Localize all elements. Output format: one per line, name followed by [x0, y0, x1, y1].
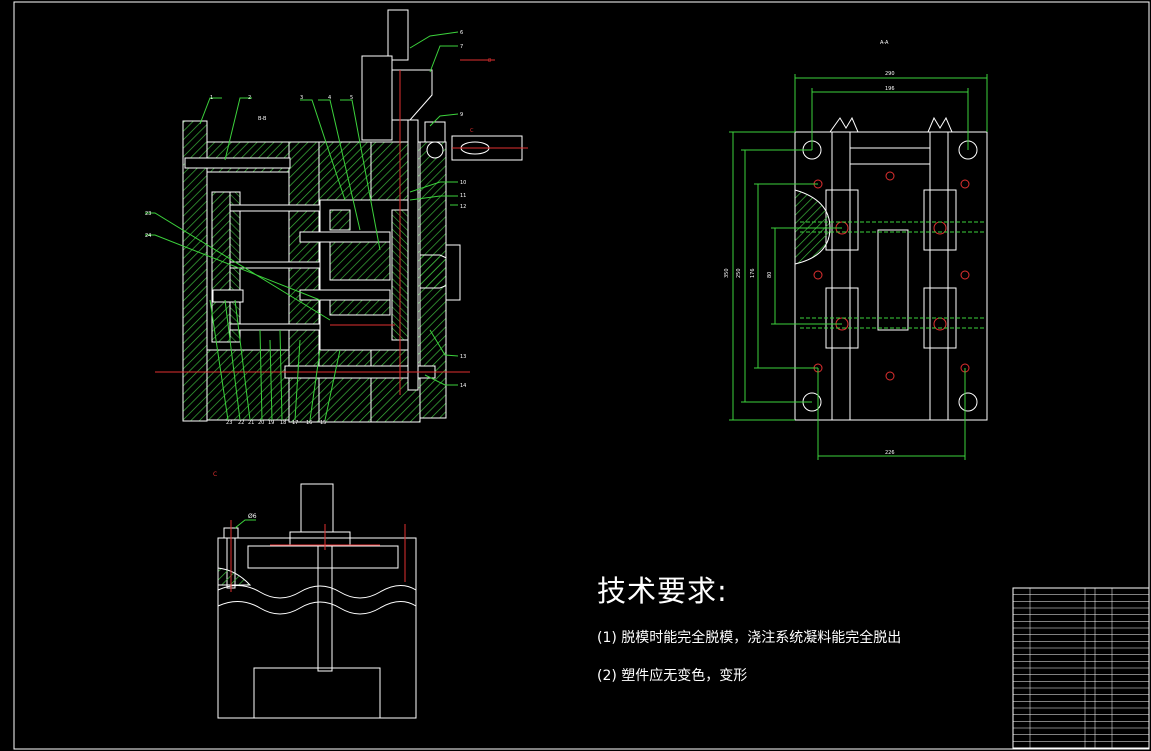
- bottom-callouts: 23 22 21 20 19 18 17 16 15: [226, 420, 326, 426]
- callout-5: 5: [350, 95, 353, 101]
- callout-23: 23: [145, 211, 151, 217]
- bottom-callout: 16: [306, 420, 312, 426]
- callout-2: 2: [248, 95, 251, 101]
- drawing-frame: [13, 1, 1150, 750]
- callout-14: 14: [460, 383, 466, 389]
- callout-12: 12: [460, 204, 466, 210]
- plan-view: [729, 74, 988, 460]
- main-section-view: [145, 9, 528, 423]
- detail-title: C: [213, 471, 217, 478]
- dim-top-2: 196: [885, 86, 895, 92]
- requirement-item-2: (2) 塑件应无变色，变形: [597, 668, 748, 684]
- callout-13: 13: [460, 354, 466, 360]
- callout-7: 7: [460, 44, 463, 50]
- bottom-callout: 21: [248, 420, 254, 426]
- plan-view-dimensions: 290 196 226 350 250 176 80: [724, 71, 895, 456]
- requirements-title: 技术要求:: [597, 574, 728, 608]
- requirement-item-1: (1) 脱模时能完全脱模，浇注系统凝料能完全脱出: [597, 630, 902, 646]
- dim-top-1: 290: [885, 71, 895, 77]
- bottom-callout: 20: [258, 420, 264, 426]
- callout-8: 8: [488, 58, 491, 64]
- callout-4: 4: [328, 95, 331, 101]
- bottom-callout: 22: [238, 420, 244, 426]
- dim-left-2: 250: [736, 268, 742, 278]
- dim-left-4: 80: [767, 272, 773, 278]
- bottom-callout: 17: [292, 420, 298, 426]
- callout-1: 1: [210, 95, 213, 101]
- bottom-callout: 19: [268, 420, 274, 426]
- detail-view: C Ø6: [213, 471, 417, 719]
- section-label-main: B-B: [258, 116, 267, 122]
- section-label-right: A-A: [880, 40, 889, 46]
- callout-10: 10: [460, 180, 466, 186]
- bottom-callout: 23: [226, 420, 232, 426]
- main-view-callouts: 1 2 3 4 5 6 7 8 9 10 11 12 13 14 23 24 B…: [145, 30, 889, 389]
- bottom-callout: 18: [280, 420, 286, 426]
- dim-left-3: 176: [750, 268, 756, 278]
- callout-3: 3: [300, 95, 303, 101]
- detail-label: C: [470, 128, 474, 134]
- dim-bottom: 226: [885, 450, 895, 456]
- detail-dim: Ø6: [248, 513, 257, 520]
- callout-24: 24: [145, 233, 151, 239]
- callout-11: 11: [460, 193, 466, 199]
- callout-6: 6: [460, 30, 463, 36]
- bottom-callout: 15: [320, 420, 326, 426]
- callout-9: 9: [460, 112, 463, 118]
- dim-left-1: 350: [724, 268, 730, 278]
- bill-of-materials: [1012, 587, 1150, 749]
